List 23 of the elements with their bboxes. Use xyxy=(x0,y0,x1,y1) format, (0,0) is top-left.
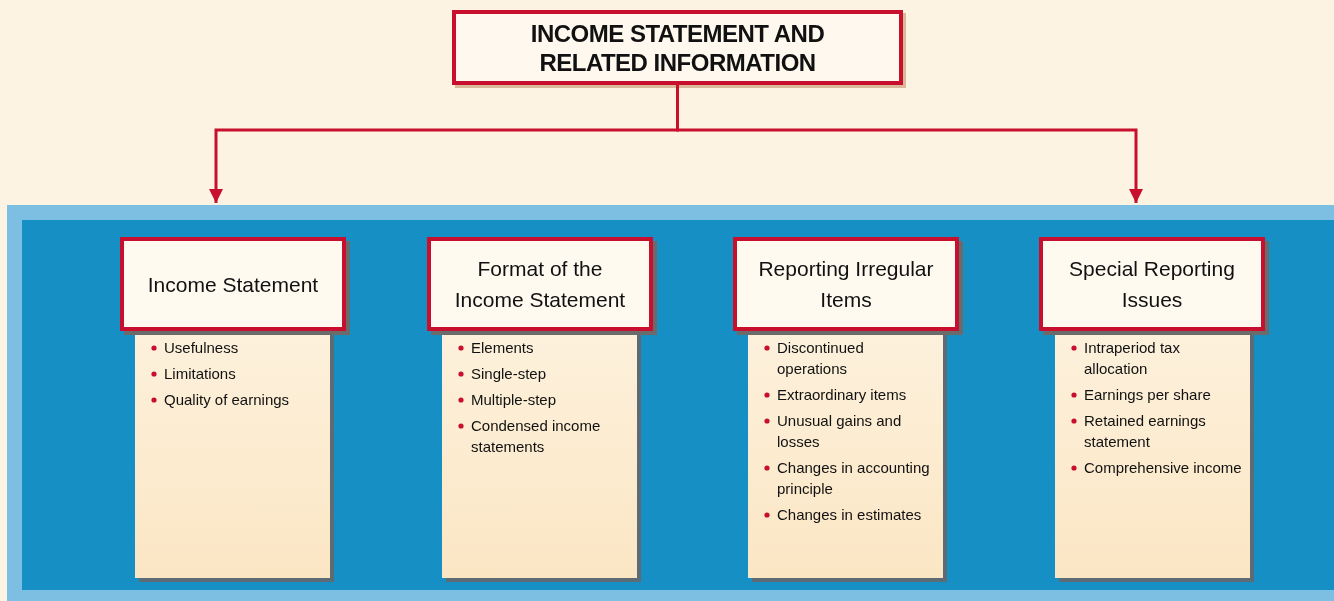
heading-text: Special Reporting Issues xyxy=(1068,256,1236,313)
heading-text: INCOME STATEMENT AND RELATED INFORMATION xyxy=(529,18,826,77)
bullet-text: Retained earnings statement xyxy=(1084,411,1207,452)
bullet-text: Extraordinary items xyxy=(777,385,907,405)
bullet-text: Earnings per share xyxy=(1084,385,1211,405)
bullet-text: Multiple-step xyxy=(471,390,557,410)
bullet-text: Comprehensive income xyxy=(1084,458,1242,478)
heading-text: Income Statement xyxy=(146,271,320,298)
bullet-text: Quality of earnings xyxy=(164,390,290,410)
bullet-text: Discontinued operations xyxy=(777,338,865,379)
bullet-text: Limitations xyxy=(164,364,236,384)
band-panel xyxy=(7,205,1334,601)
bullet-text: Single-step xyxy=(471,364,547,384)
bullet-text: Changes in accounting principle xyxy=(777,458,931,499)
bullet-text: Elements xyxy=(471,338,534,358)
title-box xyxy=(452,10,903,85)
bullet-text: Intraperiod tax allocation xyxy=(1084,338,1181,379)
bullet-text: Condensed income statements xyxy=(471,416,602,457)
bullet-text: Changes in estimates xyxy=(777,505,922,525)
bullet-text: Unusual gains and losses xyxy=(777,411,903,452)
bullet-text: Usefulness xyxy=(164,338,239,358)
heading-text: Reporting Irregular Items xyxy=(757,256,935,313)
heading-text: Format of the Income Statement xyxy=(453,256,627,313)
